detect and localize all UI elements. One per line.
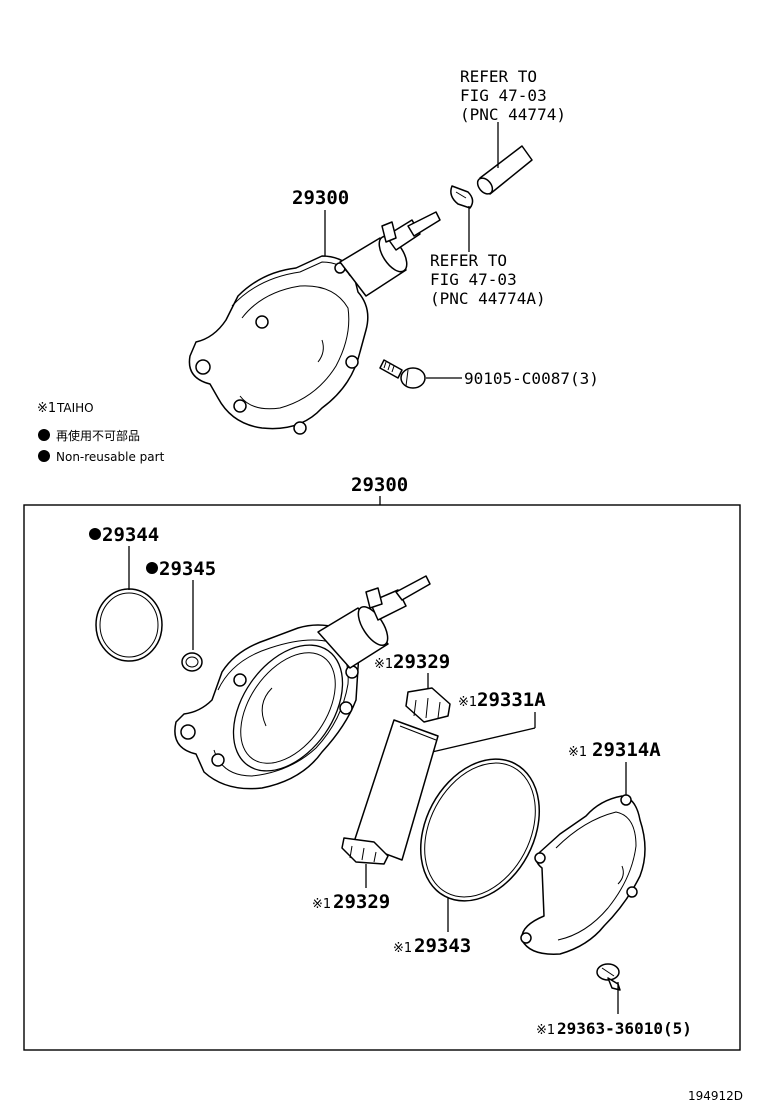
clamp-refer-line3: (PNC 44774A): [430, 289, 546, 308]
screw-29363: [596, 963, 621, 991]
legend-taiho-text: TAIHO: [56, 401, 94, 415]
clamp-refer-line2: FIG 47-03: [430, 270, 517, 289]
leader-29331a-h: [431, 727, 536, 753]
vacuum-pump-assembly-top: [188, 211, 441, 435]
figure-id: 194912D: [688, 1089, 743, 1103]
vacuum-pump-housing: [174, 575, 431, 790]
bullet-29344: [89, 528, 101, 540]
legend: ※1 TAIHO 再使用不可部品 Non-reusable part: [37, 401, 165, 464]
note-mark-29329-bottom: ※1: [312, 897, 331, 912]
legend-bullet-jp: [38, 429, 50, 441]
part-29314a-label: 29314A: [592, 739, 661, 761]
box-assembly-number: 29300: [351, 474, 408, 496]
o-ring-29344: [95, 588, 163, 662]
rotor-vane-29331a: [353, 719, 439, 861]
legend-bullet-en: [38, 450, 50, 462]
part-29329-bottom-label: 29329: [333, 891, 390, 913]
o-ring-29345-inner: [185, 656, 199, 668]
pump-cover-29314a: [520, 794, 646, 955]
vane-cap-29329-bottom: [341, 837, 389, 865]
o-ring-29345: [181, 652, 203, 672]
assembly-breakdown-frame: [23, 504, 741, 1051]
part-29331a-label: 29331A: [477, 689, 546, 711]
hose-refer-line2: FIG 47-03: [460, 86, 547, 105]
bolt-90105: [379, 359, 426, 389]
o-ring-29344-inner: [99, 592, 159, 658]
hose-refer-line3: (PNC 44774): [460, 105, 566, 124]
part-29344-label: 29344: [102, 524, 159, 546]
vane-cap-29329-top: [405, 687, 451, 723]
legend-jp-text: 再使用不可部品: [56, 428, 140, 443]
bolt-part-number: 90105-C0087(3): [464, 369, 599, 388]
part-29345-label: 29345: [159, 558, 216, 580]
note-mark-29343: ※1: [393, 941, 412, 956]
gasket-29343: [419, 758, 541, 902]
note-mark-29331a: ※1: [458, 695, 477, 710]
vacuum-hose: [476, 145, 533, 195]
legend-en-text: Non-reusable part: [56, 450, 165, 464]
gasket-29343-inner: [424, 762, 536, 898]
bullet-29345: [146, 562, 158, 574]
legend-taiho-mark: ※1: [37, 401, 56, 416]
part-29343-label: 29343: [414, 935, 471, 957]
note-mark-29363: ※1: [536, 1023, 555, 1038]
note-mark-29314a: ※1: [568, 745, 587, 760]
part-29363-label: 29363-36010(5): [557, 1019, 692, 1038]
top-assembly-number: 29300: [292, 187, 349, 209]
note-mark-29329-top: ※1: [374, 657, 393, 672]
part-29329-top-label: 29329: [393, 651, 450, 673]
clamp-refer-line1: REFER TO: [430, 251, 507, 270]
hose-refer-line1: REFER TO: [460, 67, 537, 86]
hose-clamp: [450, 185, 474, 209]
